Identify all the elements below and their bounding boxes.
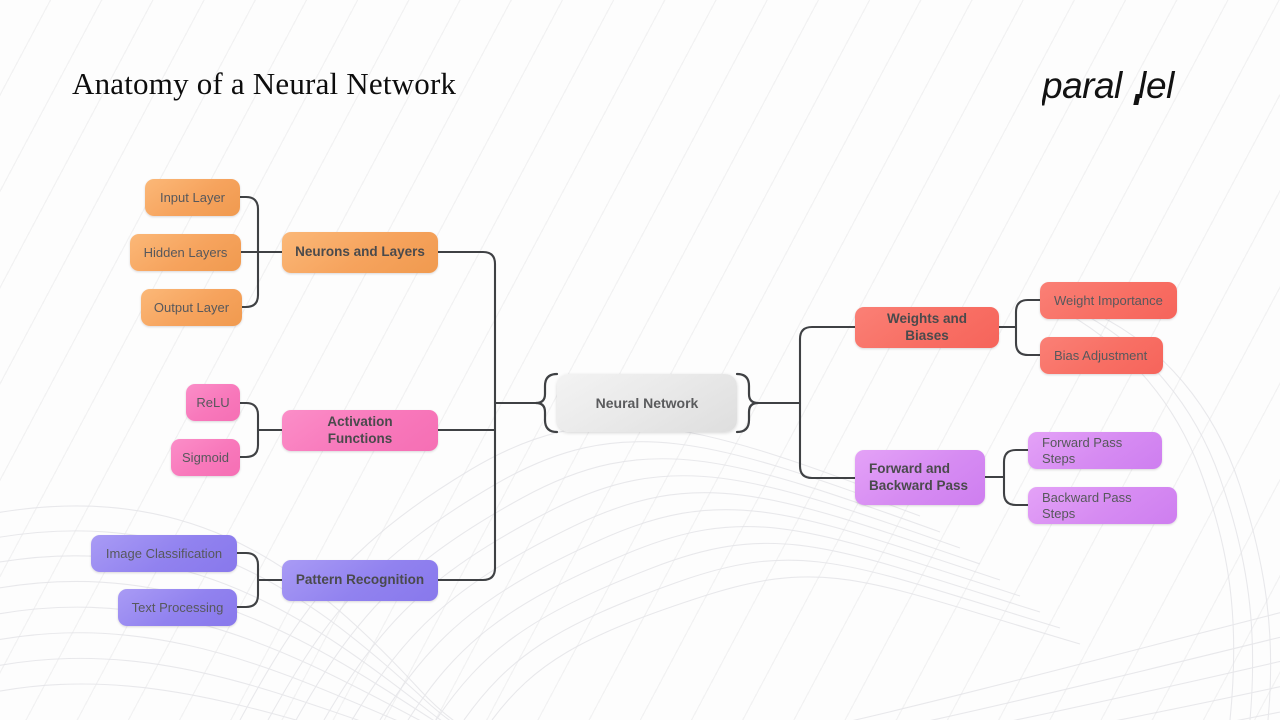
leaf-node-bias-adjustment[interactable]: Bias Adjustment [1040,337,1163,374]
leaf-node-input-layer[interactable]: Input Layer [145,179,240,216]
leaf-node-weight-importance[interactable]: Weight Importance [1040,282,1177,319]
leaf-label: Forward Pass Steps [1042,434,1123,466]
leaf-node-backward-pass-steps[interactable]: Backward Pass Steps [1028,487,1177,524]
branch-node-forward-and-backward-pass[interactable]: Forward and Backward Pass [855,450,985,505]
leaf-node-hidden-layers[interactable]: Hidden Layers [130,234,241,271]
page-title: Anatomy of a Neural Network [72,66,457,101]
branch-label: Weights and Biases [886,311,967,343]
leaf-label: ReLU [196,394,230,410]
branch-node-weights-and-biases[interactable]: Weights and Biases [855,307,999,348]
svg-text:l: l [1138,65,1148,106]
svg-text:paral: paral [1042,65,1124,106]
leaf-label: Bias Adjustment [1054,347,1148,363]
leaf-label: Backward Pass Steps [1042,489,1132,521]
svg-text:el: el [1146,65,1176,106]
leaf-label: Sigmoid [182,449,229,465]
branch-label: Neurons and Layers [295,244,425,260]
branch-node-activation-functions[interactable]: Activation Functions [282,410,438,451]
branch-label: Pattern Recognition [295,572,425,588]
leaf-label: Input Layer [159,189,226,205]
branch-label: Activation Functions [327,414,393,446]
leaf-node-image-classification[interactable]: Image Classification [91,535,237,572]
leaf-node-sigmoid[interactable]: Sigmoid [171,439,240,476]
leaf-label: Text Processing [131,599,224,615]
branch-label: Forward and Backward Pass [869,461,969,493]
leaf-label: Weight Importance [1054,292,1163,308]
branch-node-pattern-recognition[interactable]: Pattern Recognition [282,560,438,601]
leaf-label: Output Layer [153,299,230,315]
leaf-label: Image Classification [105,545,223,561]
leaf-node-output-layer[interactable]: Output Layer [141,289,242,326]
branch-node-neurons-and-layers[interactable]: Neurons and Layers [282,232,438,273]
leaf-label: Hidden Layers [143,244,228,260]
leaf-node-relu[interactable]: ReLU [186,384,240,421]
leaf-node-forward-pass-steps[interactable]: Forward Pass Steps [1028,432,1162,469]
leaf-node-text-processing[interactable]: Text Processing [118,589,237,626]
root-node-neural-network[interactable]: Neural Network [557,374,737,432]
root-node-label: Neural Network [595,394,699,411]
parallel-logo: paral l el [1041,64,1212,112]
